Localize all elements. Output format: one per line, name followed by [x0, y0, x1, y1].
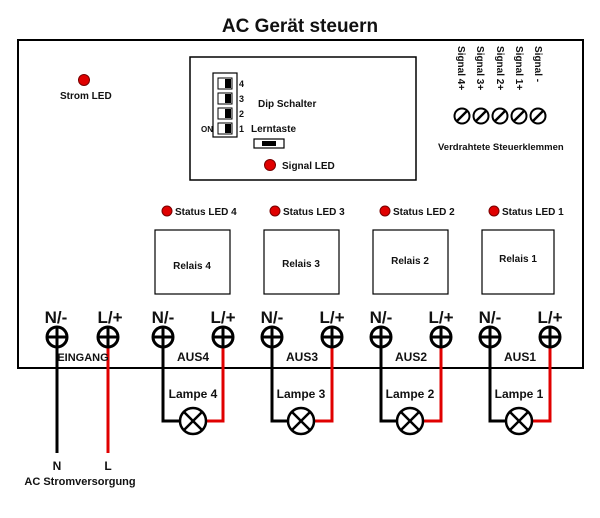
screw-terminal-aus4-l[interactable] [211, 325, 235, 349]
strom-led-label: Strom LED [60, 91, 112, 102]
dip-on-label: ON [201, 125, 213, 134]
status-led-4-label: Status LED 4 [175, 207, 237, 218]
screw-terminal-signal-1[interactable] [510, 107, 528, 125]
lamp-3-icon [286, 406, 316, 436]
relay-1-label: Relais 1 [499, 254, 537, 265]
input-l-label: L/+ [97, 308, 122, 327]
control-terminals: Signal 4+ Signal 3+ Signal 2+ Signal 1+ … [438, 46, 564, 153]
eingang-label: EINGANG [57, 352, 108, 364]
wires [55, 337, 552, 453]
supply-l-label: L [104, 459, 111, 473]
lamp-1-icon [504, 406, 534, 436]
lamp-1-wire-live [532, 337, 552, 423]
terminal-label-signal-2: Signal 2+ [494, 46, 505, 90]
screw-terminal-aus4-n[interactable] [151, 325, 175, 349]
screw-terminal-signal-minus[interactable] [529, 107, 547, 125]
lamp-3-wire-neutral [270, 337, 288, 423]
relay-4-box [154, 229, 231, 295]
screw-terminal-signal-3[interactable] [472, 107, 490, 125]
aus4-l-label: L/+ [210, 308, 235, 327]
lamp-4-label: Lampe 4 [169, 387, 218, 401]
status-led-3 [269, 205, 281, 217]
signal-led-label: Signal LED [282, 161, 335, 172]
lamp-2-wire-live [423, 337, 443, 423]
lamp-2-wire-neutral [379, 337, 397, 423]
terminal-label-signal-4: Signal 4+ [455, 46, 466, 90]
lamp-2-icon [395, 406, 425, 436]
diagram-title: AC Gerät steuern [222, 16, 378, 37]
lamp-3-wire-live [314, 337, 334, 423]
dip-number-2: 2 [239, 109, 244, 119]
lamp-1-label: Lampe 1 [495, 387, 544, 401]
terminal-label-signal-3: Signal 3+ [474, 46, 485, 90]
aus1-l-label: L/+ [537, 308, 562, 327]
terminal-label-signal-1: Signal 1+ [513, 46, 524, 90]
status-led-1-label: Status LED 1 [502, 207, 564, 218]
aus3-n-label: N/- [261, 308, 284, 327]
relay-1-box [481, 229, 555, 295]
screw-terminal-signal-2[interactable] [491, 107, 509, 125]
screw-terminal-aus1-l[interactable] [538, 325, 562, 349]
aus2-l-label: L/+ [428, 308, 453, 327]
screw-terminal-signal-4[interactable] [453, 107, 471, 125]
screw-terminal-input-n[interactable] [45, 325, 69, 349]
screw-terminal-aus3-n[interactable] [260, 325, 284, 349]
terminal-label-signal-minus: Signal - [532, 46, 543, 82]
aus3-l-label: L/+ [319, 308, 344, 327]
screw-terminal-aus2-n[interactable] [369, 325, 393, 349]
lamp-3-label: Lampe 3 [277, 387, 326, 401]
relay-3-box [263, 229, 340, 295]
relay-3-label: Relais 3 [282, 259, 320, 270]
relay-4-label: Relais 4 [173, 261, 211, 272]
screw-terminal-input-l[interactable] [96, 325, 120, 349]
status-led-1 [488, 205, 500, 217]
aus4-label: AUS4 [177, 350, 209, 364]
aus2-n-label: N/- [370, 308, 393, 327]
signal-led [264, 159, 276, 171]
dip-number-1: 1 [239, 124, 244, 134]
relay-2-label: Relais 2 [391, 256, 429, 267]
lerntaste-label: Lerntaste [251, 124, 296, 135]
lamp-1-wire-neutral [488, 337, 506, 423]
supply-caption: AC Stromversorgung [24, 476, 135, 488]
screw-terminal-aus3-l[interactable] [320, 325, 344, 349]
relay-2-box [372, 229, 449, 295]
aus4-n-label: N/- [152, 308, 175, 327]
aus2-label: AUS2 [395, 350, 427, 364]
lamp-2-label: Lampe 2 [386, 387, 435, 401]
dip-number-4: 4 [239, 79, 244, 89]
status-led-2-label: Status LED 2 [393, 207, 455, 218]
status-led-2 [379, 205, 391, 217]
status-led-3-label: Status LED 3 [283, 207, 345, 218]
aus1-n-label: N/- [479, 308, 502, 327]
lamp-4-wire-live [206, 337, 225, 423]
strom-led [78, 74, 90, 86]
input-n-label: N/- [45, 308, 68, 327]
screw-terminal-aus2-l[interactable] [429, 325, 453, 349]
lamp-4-wire-neutral [161, 337, 180, 423]
dip-module: 4 3 2 1 ON Dip Schalter Lerntaste Signal… [189, 56, 417, 181]
dip-switch-slots [217, 77, 233, 135]
dip-number-3: 3 [239, 94, 244, 104]
status-led-4 [161, 205, 173, 217]
aus1-label: AUS1 [504, 350, 536, 364]
lamp-4-icon [178, 406, 208, 436]
dip-switch-label: Dip Schalter [258, 99, 316, 110]
aus3-label: AUS3 [286, 350, 318, 364]
screw-terminal-aus1-n[interactable] [478, 325, 502, 349]
supply-n-label: N [53, 459, 62, 473]
control-terminals-caption: Verdrahtete Steuerklemmen [438, 142, 564, 153]
